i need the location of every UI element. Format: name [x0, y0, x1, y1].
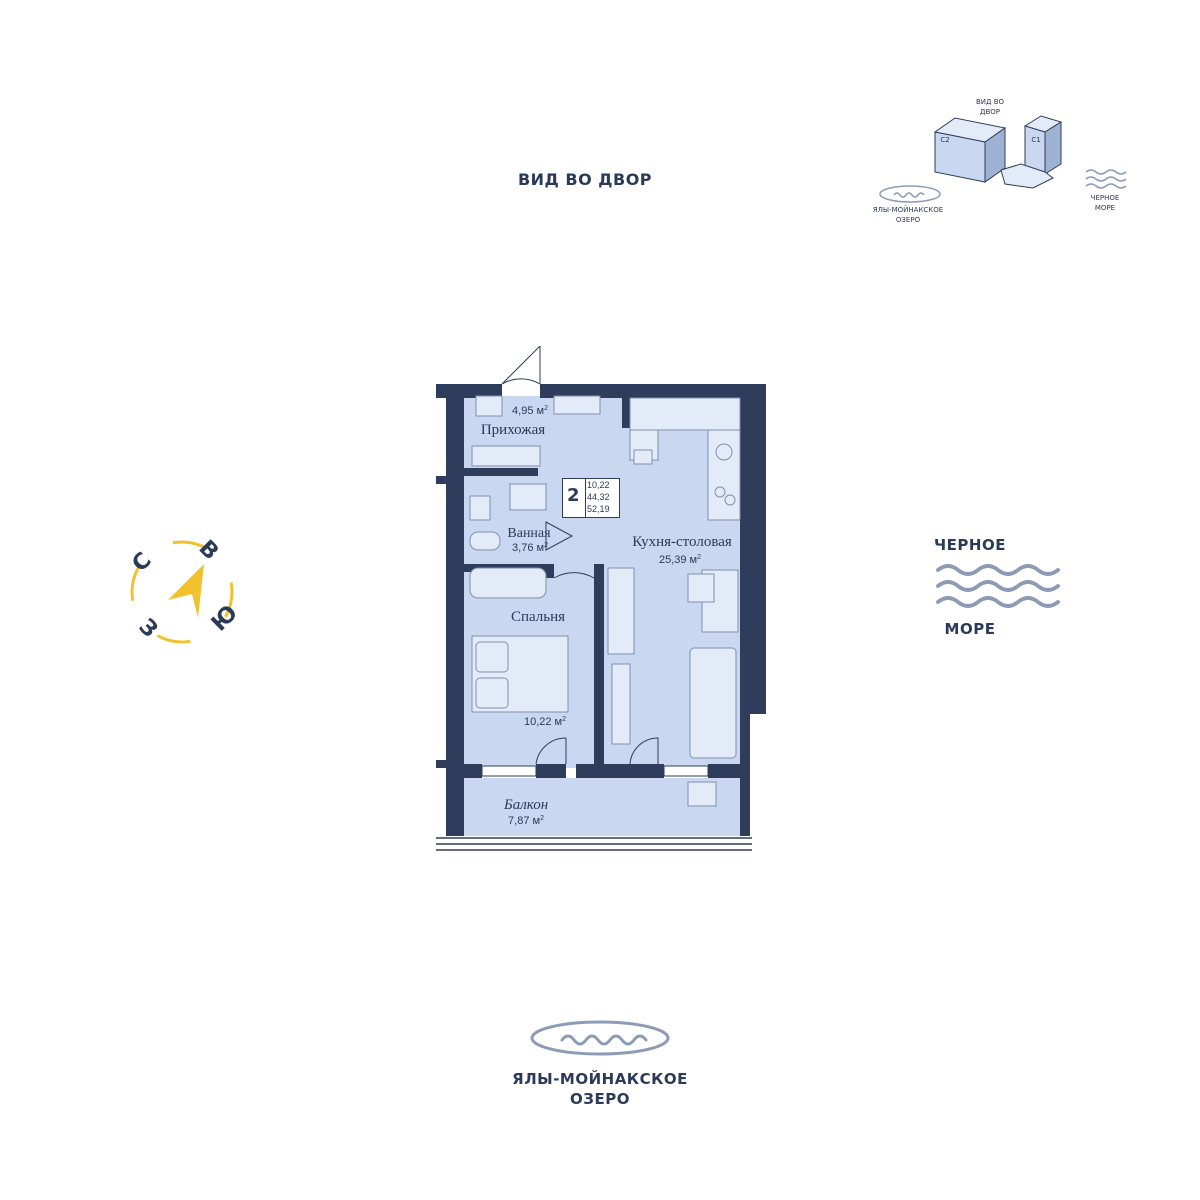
sea-waves-icon [936, 564, 1060, 608]
minimap-lake-icon [879, 185, 941, 203]
bedroom-name: Спальня [510, 609, 566, 625]
armchair [687, 573, 715, 603]
walls [436, 384, 766, 836]
area-with-balcony: 52,19 [587, 504, 610, 514]
wardrobe-2 [607, 567, 635, 655]
black-sea-label-line1: ЧЕРНОЕ [934, 536, 1006, 554]
rooms-count: 2 [567, 485, 580, 506]
wardrobe [471, 445, 541, 467]
chair-1 [633, 449, 653, 465]
balcony-name: Балкон [503, 797, 549, 813]
kitchen-name: Кухня-столовая [632, 534, 732, 550]
view-courtyard-label: ВИД ВО ДВОР [517, 170, 653, 189]
black-sea-label-line2: МОРЕ [944, 620, 996, 638]
minimap-lake-label-line2: ОЗЕРО [895, 216, 921, 224]
minimap-sea-icon [1085, 169, 1127, 189]
lake-icon [530, 1020, 670, 1056]
unit-summary-badge: 2 10,22 44,32 52,19 [562, 478, 620, 518]
shoes-rack [553, 395, 601, 415]
shoe-cabinet [475, 395, 503, 417]
sink [469, 495, 491, 521]
bath-name: Ванная [507, 526, 551, 541]
shower [509, 483, 547, 511]
bathtub [469, 567, 547, 599]
area-living: 10,22 [587, 480, 610, 490]
bath-area: 3,76 м2 [512, 542, 548, 554]
kitchen-area: 25,39 м2 [658, 554, 702, 566]
minimap-sea-label-line2: МОРЕ [1094, 204, 1116, 212]
minimap-view-label-line1: ВИД ВО [975, 98, 1005, 106]
minimap-c2-label: С2 [940, 136, 950, 144]
bedroom-area: 10,22 м2 [523, 716, 567, 728]
toilet [469, 531, 501, 551]
balcony-area: 7,87 м2 [508, 815, 544, 827]
compass-icon [130, 540, 234, 644]
lake-label-line1: ЯЛЫ-МОЙНАКСКОЕ [512, 1070, 688, 1088]
balcony-chair [687, 781, 717, 807]
minimap-c1-label: С1 [1031, 136, 1041, 144]
hall-name: Прихожая [480, 422, 546, 438]
site-minimap [933, 115, 1063, 189]
lake-label-line2: ОЗЕРО [570, 1090, 630, 1108]
minimap-view-label-line2: ДВОР [979, 108, 1000, 116]
sofa [689, 647, 737, 759]
kitchen-top [629, 397, 741, 431]
minimap-lake-label-line1: ЯЛЫ-МОЙНАКСКОЕ [872, 206, 944, 214]
tv-stand [611, 663, 631, 745]
minimap-sea-label-line1: ЧЕРНОЕ [1090, 194, 1120, 202]
area-total: 44,32 [587, 492, 610, 502]
hall-area: 4,95 м2 [512, 405, 548, 417]
floor-plan [436, 346, 766, 851]
